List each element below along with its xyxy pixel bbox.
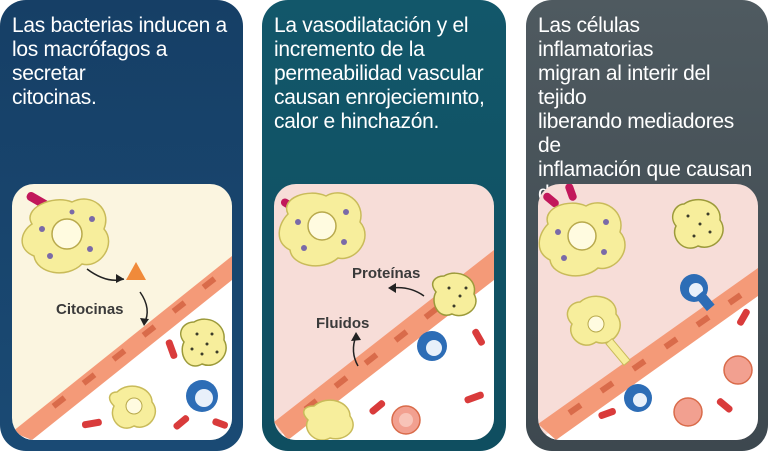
cytokine-icon	[126, 262, 146, 280]
panel-inflammatory-cells: Las células inflamatorias migran al inte…	[526, 0, 768, 451]
panel-bacteria-cytokines: Las bacterias inducen a los macrófagos a…	[0, 0, 243, 451]
panel-vasodilation: La vasodilatación y el incremento de la …	[262, 0, 506, 451]
caption-bacteria: Las bacterias inducen a los macrófagos a…	[12, 14, 227, 109]
vessel-wall	[538, 268, 758, 440]
caption-inflammatory: Las células inflamatorias migran al inte…	[538, 14, 753, 205]
illustration-cell-migration	[538, 184, 758, 440]
label-proteinas: Proteínas	[352, 265, 420, 282]
label-citocinas: Citocinas	[56, 301, 124, 318]
label-fluidos: Fluidos	[316, 315, 369, 332]
caption-vasodilation: La vasodilatación y el incremento de la …	[274, 14, 485, 133]
illustration-vasodilation: Proteínas Fluidos	[274, 184, 494, 440]
vessel-wall	[12, 256, 232, 440]
illustration-cytokine-release: Citocinas	[12, 184, 232, 440]
